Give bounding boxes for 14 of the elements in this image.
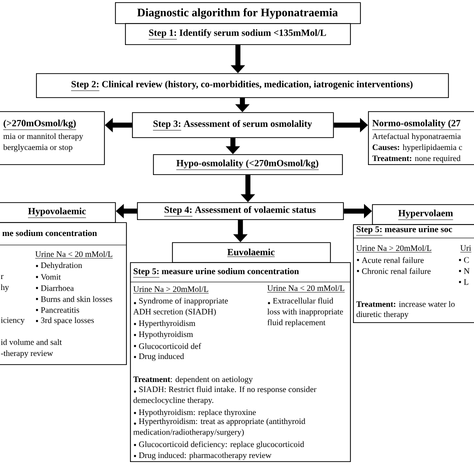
result-panel: Step 5: measure urine sodium concentration Urine Na > 20mMol/L Syndrome of inappropriate ADH secretion (SIADH) Hyperthyroidism Hypothyroidism Glucocorticoid def Drug induced Urine Na < 20 mMol/L Extracellular fluid loss with inappropriate fluid replacement Treatment: dependent on aetiology SIADH: Restrict fluid intake. If no response consider demeclocycline therapy. Hypothyroidism: replace thyroxine Hyperthyroidism: treat as appropriate (antithyroid medication/radiotherapy/surgery) Glucocorticoid deficiency: replace glucocorticoid Drug induced: pharmacotherapy review (130, 262, 351, 462)
heading-box: Hypovolaemic (0, 202, 116, 223)
result-panel: me sodium concentration r hy iciency Urine Na < 20 mMol/L Dehydration Vomit Diarrhoea Burns and skin losses Pancreatitis 3rd space losses id volume and salt -therapy review (0, 222, 127, 365)
step-box: Step 3: Assessment of serum osmolality (132, 112, 334, 138)
heading-box: Hypervolaem (372, 204, 474, 225)
result-panel: Step 5: measure urine soc Urine Na > 20mMol/L Acute renal failure Chronic renal failure Uri C N L Treatment: increase water lo diuretic therapy (352, 224, 474, 323)
result-panel: (>270mOsmol/kg) mia or mannitol therapy berglycaemia or stop (0, 111, 105, 165)
result-box: Hypo-osmolality (<270mOsmol/kg) (153, 154, 343, 175)
step-box: Step 2: Clinical review (history, co-morbidities, medication, iatrogenic interventions) (36, 73, 449, 98)
step-box: Step 1: Identify serum sodium <135mMol/L (125, 23, 351, 45)
title-box: Diagnostic algorithm for Hyponatraemia (115, 2, 361, 24)
result-panel: Normo-osmolality (27 Artefactual hyponatraemia Causes: hyperlipidaemia c Treatment: none required (368, 111, 474, 165)
heading-box: Euvolaemic (172, 242, 331, 263)
step-box: Step 4: Assessment of volaemic status (137, 202, 344, 220)
